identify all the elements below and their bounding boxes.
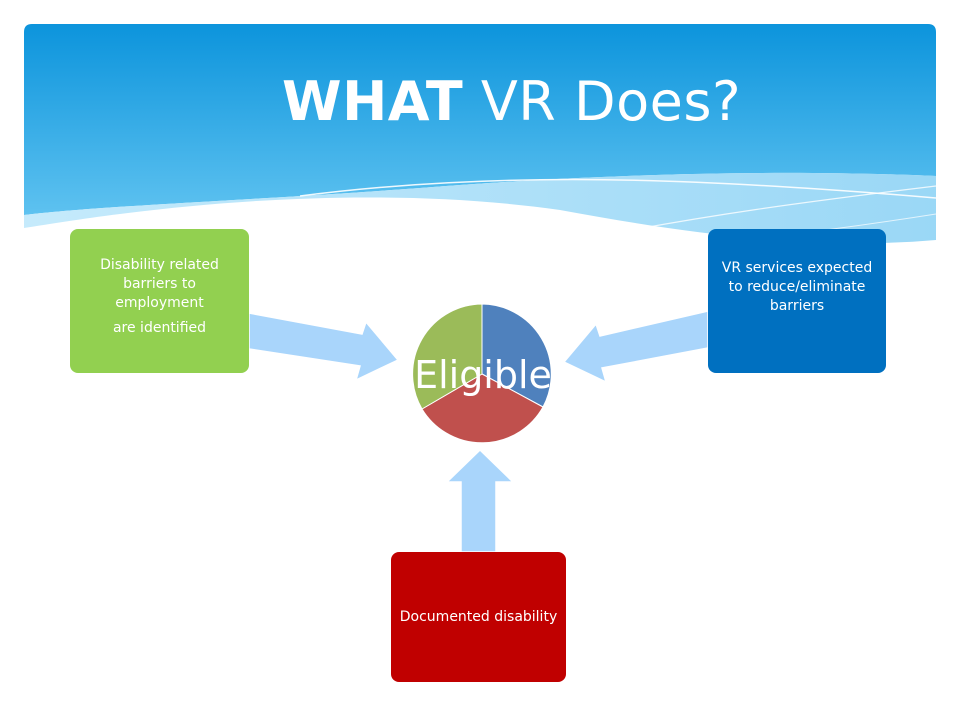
documented-text: Documented disability: [399, 608, 558, 625]
services-box: VR services expected to reduce/eliminate…: [708, 229, 886, 373]
wave-line: [299, 178, 937, 199]
barriers-box: Disability related barriers to employmen…: [70, 229, 249, 373]
title-rest: VR Does?: [463, 70, 742, 133]
center-label: Eligible: [414, 353, 552, 397]
wave-line: [559, 185, 937, 245]
center-pie: [409, 301, 555, 447]
arrow-right-to-center: [562, 310, 709, 384]
arrow-left-to-center: [248, 312, 400, 382]
header-band: [24, 24, 936, 215]
pie-segment-red: [421, 373, 544, 444]
barriers-text: Disability related barriers to employmen…: [100, 257, 219, 311]
services-text: VR services expected to reduce/eliminate…: [721, 260, 873, 314]
pie-segment-green: [412, 303, 483, 410]
pie-segment-blue: [481, 303, 552, 408]
title-bold: WHAT: [282, 70, 464, 133]
header-wave: [24, 172, 936, 244]
slide-title: WHAT VR Does?: [282, 70, 741, 134]
arrow-bottom-to-center: [445, 448, 515, 553]
barriers-text-2: are identified: [112, 320, 207, 336]
documented-box: Documented disability: [391, 552, 566, 682]
